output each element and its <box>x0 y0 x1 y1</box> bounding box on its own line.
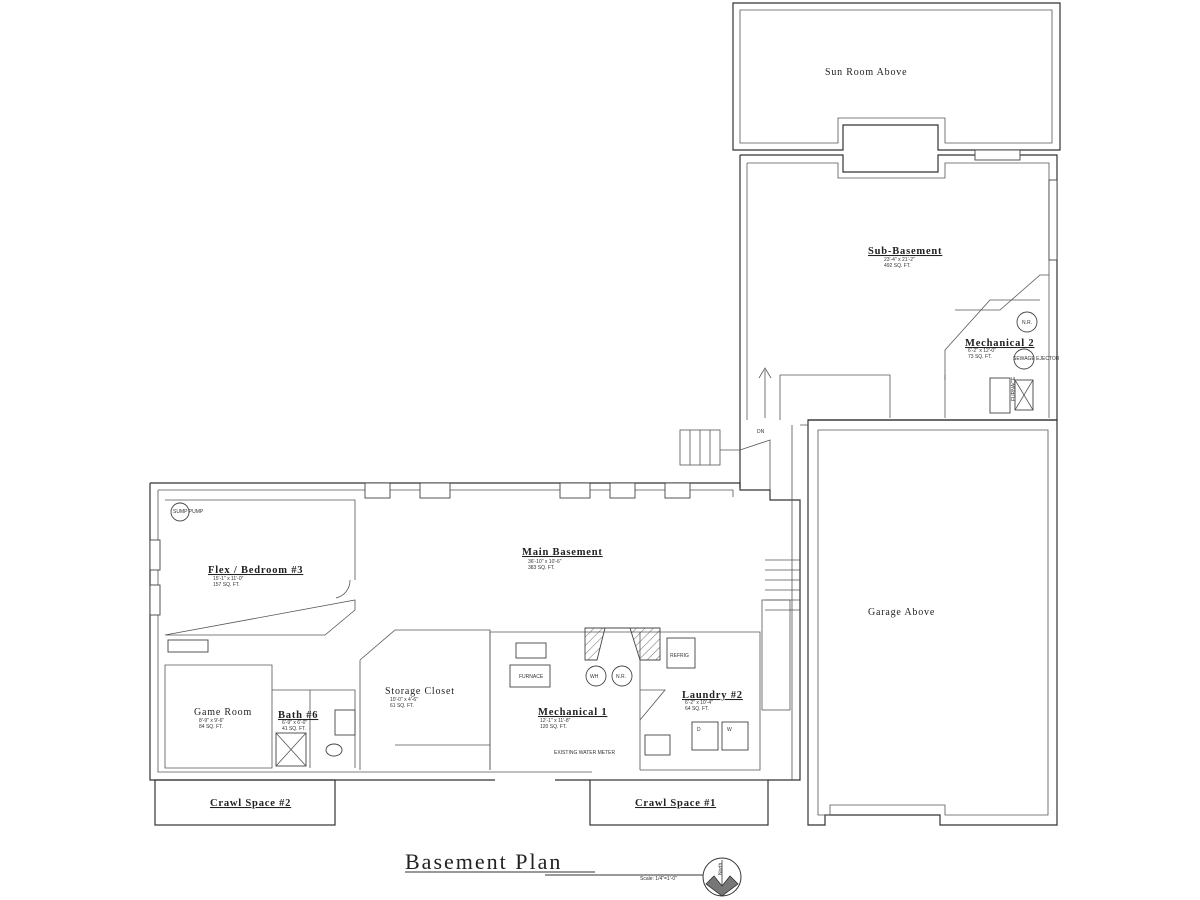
north-arrow-icon: North <box>702 857 742 897</box>
stairs-upper <box>679 429 771 491</box>
room-label-crawl-space-1: Crawl Space #1 <box>635 798 716 809</box>
room-label-garage: Garage Above <box>868 607 935 618</box>
water-heater-label: WH <box>590 674 599 680</box>
room-area-storage-closet: 61 SQ. FT. <box>390 703 414 709</box>
washer-label: W <box>727 727 732 733</box>
room-dims-mechanical-2: 6'-2" x 12'-0" <box>968 348 996 354</box>
room-area-mechanical-2: 73 SQ. FT. <box>968 354 992 360</box>
plan-title: Basement Plan <box>405 849 562 874</box>
refrig-label: REFRIG <box>670 653 689 659</box>
room-label-flex-bedroom: Flex / Bedroom #3 <box>208 565 303 576</box>
room-label-sun-room: Sun Room Above <box>825 67 907 78</box>
room-area-laundry-2: 64 SQ. FT. <box>685 706 709 712</box>
room-dims-laundry-2: 6'-2" x 10'-4" <box>685 700 713 706</box>
water-meter-label: EXISTING WATER METER <box>554 750 616 756</box>
room-label-storage-closet: Storage Closet <box>385 686 455 697</box>
room-dims-sub-basement: 23'-4" x 21'-2" <box>884 257 915 263</box>
crawl-space-2-outline <box>154 779 336 826</box>
garage-walls <box>807 419 1058 826</box>
lower-room-walls <box>164 559 800 771</box>
dryer-label: D <box>697 727 701 733</box>
room-label-bath-6: Bath #6 <box>278 710 318 721</box>
room-label-mechanical-2: Mechanical 2 <box>965 338 1034 349</box>
svg-text:North: North <box>718 863 724 875</box>
room-dims-game-room: 8'-9" x 9'-6" <box>199 718 224 724</box>
room-area-sub-basement: 492 SQ. FT. <box>884 263 911 269</box>
room-label-crawl-space-2: Crawl Space #2 <box>210 798 291 809</box>
room-dims-bath-6: 6'-9" x 6'-0" <box>282 720 307 726</box>
room-area-game-room: 84 SQ. FT. <box>199 724 223 730</box>
room-label-game-room: Game Room <box>194 707 252 718</box>
stairs-down-label: DN <box>757 429 765 435</box>
room-dims-main-basement: 36'-10" x 10'-6" <box>528 559 562 565</box>
furnace-label-2: FURNACE <box>1011 376 1017 401</box>
nr-label-1: N.R. <box>616 674 626 680</box>
furnace-label-1: FURNACE <box>519 674 544 680</box>
room-label-main-basement: Main Basement <box>522 547 603 558</box>
main-basement-walls <box>149 424 808 781</box>
room-area-bath-6: 41 SQ. FT. <box>282 726 306 732</box>
nr-label-2: N.R. <box>1022 320 1032 326</box>
flex-bedroom-walls <box>164 499 356 653</box>
room-dims-storage-closet: 10'-0" x 4'-6" <box>390 697 418 703</box>
room-label-sub-basement: Sub-Basement <box>868 246 942 257</box>
room-area-mechanical-1: 120 SQ. FT. <box>540 724 567 730</box>
sun-room-outline <box>732 2 1061 151</box>
room-label-laundry-2: Laundry #2 <box>682 690 743 701</box>
crawl-space-1-outline <box>589 779 769 826</box>
room-label-mechanical-1: Mechanical 1 <box>538 707 607 718</box>
sub-basement-walls <box>739 149 1058 488</box>
room-dims-flex-bedroom: 15'-1" x 11'-0" <box>213 576 244 582</box>
room-area-flex-bedroom: 157 SQ. FT. <box>213 582 240 588</box>
scale-label: Scale: 1/4"=1'-0" <box>640 876 677 882</box>
room-dims-mechanical-1: 12'-1" x 11'-8" <box>540 718 571 724</box>
sewage-ejector-label: SEWAGE EJECTOR <box>1013 356 1060 362</box>
sump-pump-label: SUMP PUMP <box>173 509 204 515</box>
room-area-main-basement: 383 SQ. FT. <box>528 565 555 571</box>
